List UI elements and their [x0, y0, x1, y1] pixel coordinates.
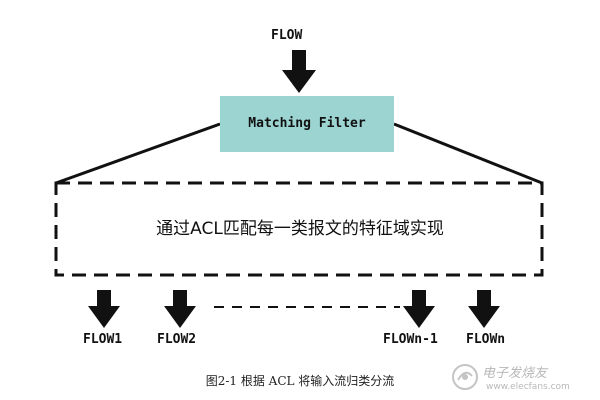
region-description: 通过ACL匹配每一类报文的特征域实现 — [156, 219, 444, 239]
output-flow-label-1: FLOW1 — [83, 332, 123, 347]
watermark-url: www.elecfans.com — [486, 382, 570, 392]
watermark: 电子发烧友 www.elecfans.com — [450, 360, 590, 398]
output-flow-label-n-1: FLOWn-1 — [383, 332, 438, 347]
funnel-right-line — [393, 122, 543, 185]
output-arrow-n-1 — [403, 290, 435, 328]
output-flow-label-2: FLOW2 — [157, 332, 197, 347]
input-arrow — [282, 50, 316, 93]
watermark-text: 电子发烧友 — [482, 366, 548, 381]
output-arrow-2 — [164, 290, 196, 328]
input-flow-label: FLOW — [271, 28, 303, 43]
output-flow-label-n: FLOWn — [466, 332, 506, 347]
dashed-region — [54, 181, 544, 277]
funnel-left-line — [55, 122, 221, 185]
matching-filter-box: Matching Filter — [220, 96, 394, 152]
matching-filter-label: Matching Filter — [248, 116, 366, 131]
output-arrow-1 — [88, 290, 120, 328]
watermark-logo-icon — [452, 364, 478, 390]
figure-caption: 图2-1 根据 ACL 将输入流归类分流 — [205, 374, 395, 388]
output-arrow-n — [468, 290, 500, 328]
